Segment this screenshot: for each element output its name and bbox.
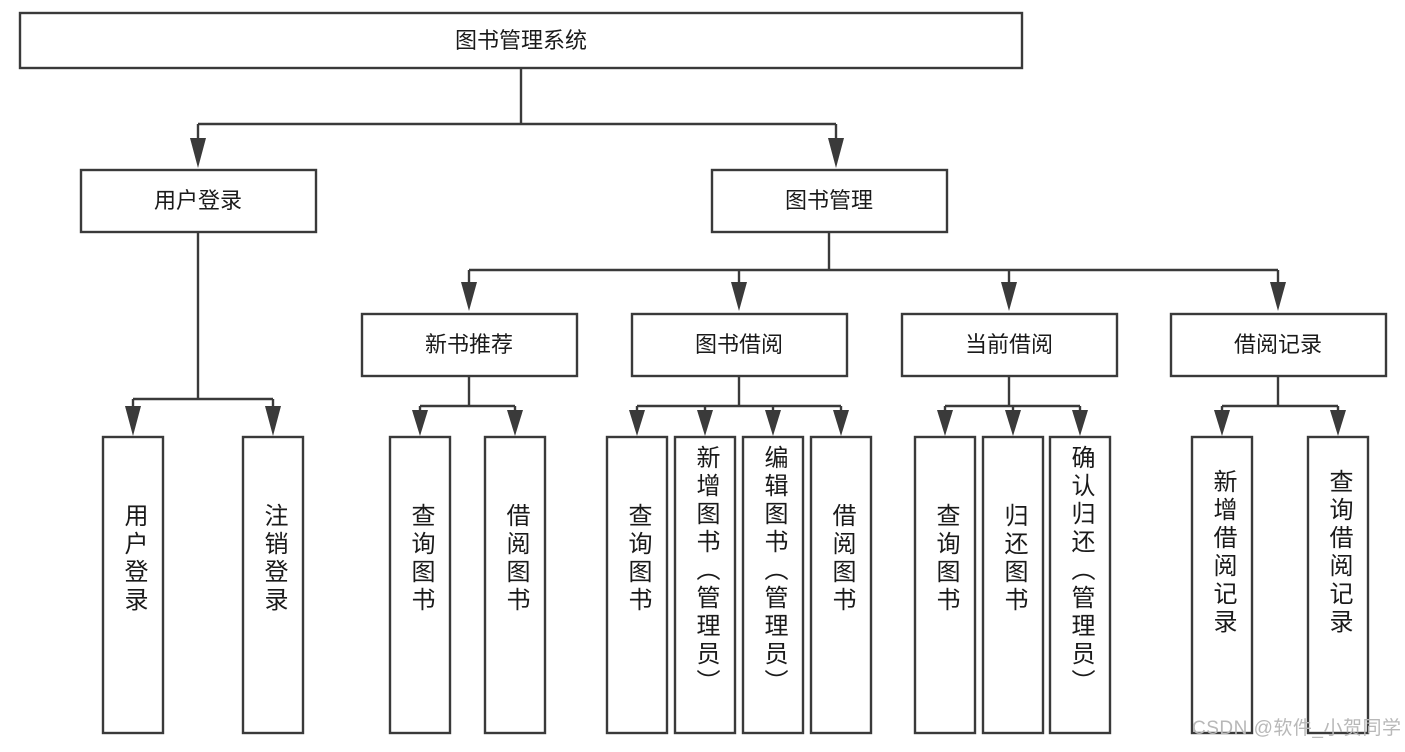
node-book-borrow-label: 图书借阅 [695,332,783,357]
connector-currentborrow-to-leaves [937,376,1088,436]
leaf-boxes [101,435,1370,735]
arrow-head-icon [1214,410,1230,436]
node-user-login[interactable]: 用户登录 [79,168,318,234]
node-new-book-recommend-label: 新书推荐 [425,332,513,357]
node-current-borrow-label: 当前借阅 [965,332,1053,357]
arrow-head-icon [412,410,428,436]
connector-userlogin-to-leaves [125,232,281,436]
leaf-box-confirm-return[interactable] [1048,435,1112,735]
node-book-management-label: 图书管理 [785,188,873,213]
leaf-box-logout[interactable] [241,435,305,735]
node-user-login-label: 用户登录 [154,188,242,213]
leaf-box-edit-book[interactable] [741,435,805,735]
arrow-head-icon [125,406,141,436]
leaf-box-borrow-book-1[interactable] [483,435,547,735]
leaf-box-query-book-1[interactable] [388,435,452,735]
leaf-box-borrow-book-2[interactable] [809,435,873,735]
arrow-head-icon [937,410,953,436]
node-book-management[interactable]: 图书管理 [710,168,949,234]
arrow-head-icon [265,406,281,436]
arrow-head-icon [765,410,781,436]
arrow-head-icon [1072,410,1088,436]
arrow-head-icon [828,138,844,168]
arrow-head-icon [507,410,523,436]
connector-newbook-to-leaves [412,376,523,436]
leaf-box-query-book-2[interactable] [605,435,669,735]
leaf-box-return-book[interactable] [981,435,1045,735]
connector-borrowrecord-to-leaves [1214,376,1346,436]
arrow-head-icon [1005,410,1021,436]
arrow-head-icon [833,410,849,436]
arrow-head-icon [461,282,477,311]
node-new-book-recommend[interactable]: 新书推荐 [360,312,579,378]
watermark-text: CSDN @软件_小贺同学 [1192,718,1402,739]
arrow-head-icon [1001,282,1017,311]
leaf-box-add-record[interactable] [1190,435,1254,735]
arrow-head-icon [1270,282,1286,311]
leaf-box-user-login[interactable] [101,435,165,735]
leaf-box-query-record[interactable] [1306,435,1370,735]
arrow-head-icon [1330,410,1346,436]
arrow-head-icon [731,282,747,311]
node-book-borrow[interactable]: 图书借阅 [630,312,849,378]
leaf-box-add-book[interactable] [673,435,737,735]
node-root-label: 图书管理系统 [455,28,587,53]
leaf-box-query-book-3[interactable] [913,435,977,735]
arrow-head-icon [629,410,645,436]
node-root[interactable]: 图书管理系统 [18,11,1024,70]
node-borrow-record-label: 借阅记录 [1234,332,1322,357]
node-current-borrow[interactable]: 当前借阅 [900,312,1119,378]
connector-bookborrow-to-leaves [629,376,849,436]
node-borrow-record[interactable]: 借阅记录 [1169,312,1388,378]
arrow-head-icon [697,410,713,436]
arrow-head-icon [190,138,206,168]
connector-root-to-level2 [190,68,844,168]
connector-bookmgmt-to-level3 [461,232,1286,311]
